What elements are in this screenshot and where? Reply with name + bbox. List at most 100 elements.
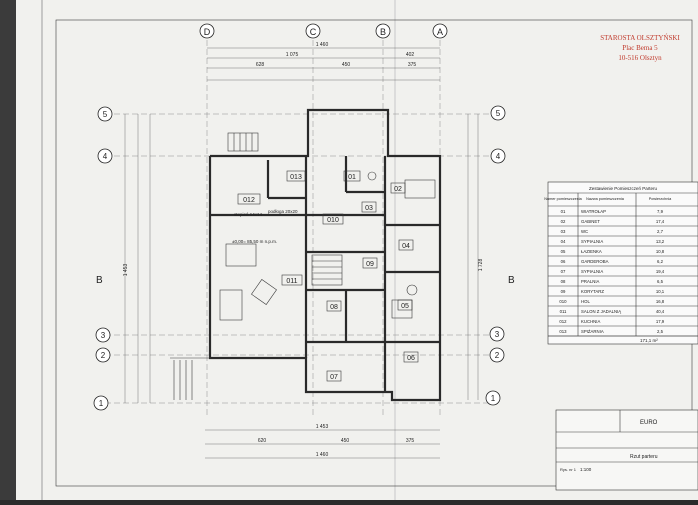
room-table-cell: WIATROŁAP [581, 209, 606, 214]
title-block: EURO Rzut parteru 1:100 Rys. nr 1 [555, 409, 698, 491]
room-table-cell: PRALNIA [581, 279, 600, 284]
room-table-cell: 02 [561, 219, 566, 224]
room-table-cell: 19,4 [656, 269, 665, 274]
title-block-company: EURO [640, 420, 658, 426]
room-06: 06 [407, 355, 415, 362]
axis-top-A: A [437, 27, 443, 37]
room-07: 07 [330, 374, 338, 381]
stamp-line-2: Plac Bema 5 [622, 44, 658, 52]
room-table-cell: KUCHNIA [581, 319, 600, 324]
left-axis-markers: 5 4 3 2 1 [93, 106, 500, 411]
axis-right-2: 2 [495, 351, 500, 360]
room-table-cell: 08 [561, 279, 566, 284]
room-labels: 012 013 010 011 01 02 03 04 05 06 07 08 … [237, 170, 419, 382]
room-table-cell: 6,2 [657, 259, 664, 264]
room-03: 03 [365, 205, 373, 212]
room-05: 05 [401, 303, 409, 310]
axis-right-3: 3 [495, 330, 500, 339]
room-table-cell: 011 [560, 309, 567, 314]
axis-top-C: C [310, 27, 317, 37]
dim-top-sub-3: 375 [408, 62, 417, 68]
room-table-header-name: Nazwa pomieszczenia [586, 197, 625, 201]
official-stamp: STAROSTA OLSZTYŃSKI Plac Bema 5 10-516 O… [600, 34, 680, 62]
room-011: 011 [286, 278, 297, 285]
axis-top-D: D [204, 27, 211, 37]
room-table-cell: 012 [559, 319, 567, 324]
terrace-hatch [170, 357, 210, 400]
bottom-dimension-lines: 1 453 620 450 375 1 460 [205, 424, 440, 459]
room-table-cell: 013 [559, 329, 567, 334]
room-table-cell: 05 [561, 249, 566, 254]
room-table-cell: 10,8 [656, 249, 665, 254]
room-table-cell: SYPIALNIA [581, 239, 603, 244]
room-table: Zestawienie Pomieszczeń Parteru Numer po… [544, 181, 698, 345]
title-block-sheet-no: Rys. nr 1 [560, 467, 577, 472]
dim-bottom-sub-3: 375 [406, 438, 415, 444]
axis-right-1: 1 [491, 394, 496, 403]
note-stairs-kitchen: stopień 14x14 [234, 212, 263, 217]
room-table-cell: GARDEROBA [581, 259, 609, 264]
top-dimension-lines: 1 460 1 075 402 628 450 375 [207, 42, 440, 81]
room-table-cell: 04 [561, 239, 566, 244]
dim-top-part-2: 402 [406, 52, 415, 58]
room-table-cell: 10,1 [656, 289, 665, 294]
room-table-cell: WC [581, 229, 588, 234]
room-table-cell: 010 [559, 299, 567, 304]
axis-left-3: 3 [101, 331, 106, 340]
room-01: 01 [348, 174, 356, 181]
top-axis-markers: D C B A [199, 23, 448, 418]
room-table-cell: HOL [581, 299, 590, 304]
axis-top-B: B [380, 27, 386, 37]
room-table-cell: KORYTARZ [581, 289, 604, 294]
axis-left-2: 2 [101, 351, 106, 360]
dim-bottom-total: 1 460 [316, 452, 329, 458]
room-table-cell: 16,8 [656, 299, 665, 304]
room-table-cell: 06 [561, 259, 566, 264]
title-block-scale: 1:100 [580, 467, 592, 472]
room-table-cell: 17,9 [656, 319, 665, 324]
room-04: 04 [402, 243, 410, 250]
dim-bottom-sub-2: 450 [341, 438, 350, 444]
axis-left-4: 4 [103, 152, 108, 161]
room-table-cell: 09 [561, 289, 566, 294]
section-mark-right: B [508, 275, 515, 286]
stamp-line-3: 10-516 Olsztyn [618, 54, 662, 62]
room-08: 08 [330, 304, 338, 311]
dim-top-part-1: 1 075 [286, 52, 299, 58]
room-02: 02 [394, 186, 402, 193]
room-table-cell: SALON Z JADALNIĄ [581, 309, 621, 314]
title-block-sheet: Rzut parteru [630, 454, 658, 460]
room-table-cell: ŁAZIENKA [581, 249, 602, 254]
room-table-cell: 2,5 [657, 329, 664, 334]
dim-left-total: 1 453 [123, 264, 129, 277]
right-axis-markers: 5 4 3 2 1 [485, 105, 506, 406]
side-dimension-lines: 1 453 1 728 [123, 114, 484, 403]
sheet-edge [0, 0, 16, 500]
stamp-line-1: STAROSTA OLSZTYŃSKI [600, 34, 680, 42]
building-walls [208, 108, 442, 402]
room-table-header-number: Numer pomieszczenia [544, 197, 582, 201]
note-floor: podłoga 20x20 [268, 209, 298, 214]
room-012: 012 [243, 197, 255, 204]
room-table-cell: SPIŻARNIA [581, 329, 604, 334]
room-table-cell: GABINET [581, 219, 600, 224]
dim-right-total: 1 728 [478, 259, 484, 272]
room-table-cell: 40,4 [656, 309, 665, 314]
room-table-cell: 07 [561, 269, 566, 274]
axis-left-5: 5 [103, 110, 108, 119]
room-table-cell: 17,4 [656, 219, 665, 224]
room-09: 09 [366, 261, 374, 268]
room-013: 013 [290, 174, 302, 181]
section-mark-left: B [96, 275, 103, 286]
dim-top-total: 1 460 [316, 42, 329, 48]
room-table-cell: 01 [561, 209, 566, 214]
axis-right-4: 4 [496, 152, 501, 161]
room-table-cell: 7,9 [657, 209, 664, 214]
room-table-cell: 13,2 [656, 239, 665, 244]
axis-left-1: 1 [99, 399, 104, 408]
note-level: ±0,00= 85,50 m n.p.m. [232, 239, 277, 244]
axis-right-5: 5 [496, 109, 501, 118]
room-table-total: 171,1 m² [640, 338, 658, 343]
